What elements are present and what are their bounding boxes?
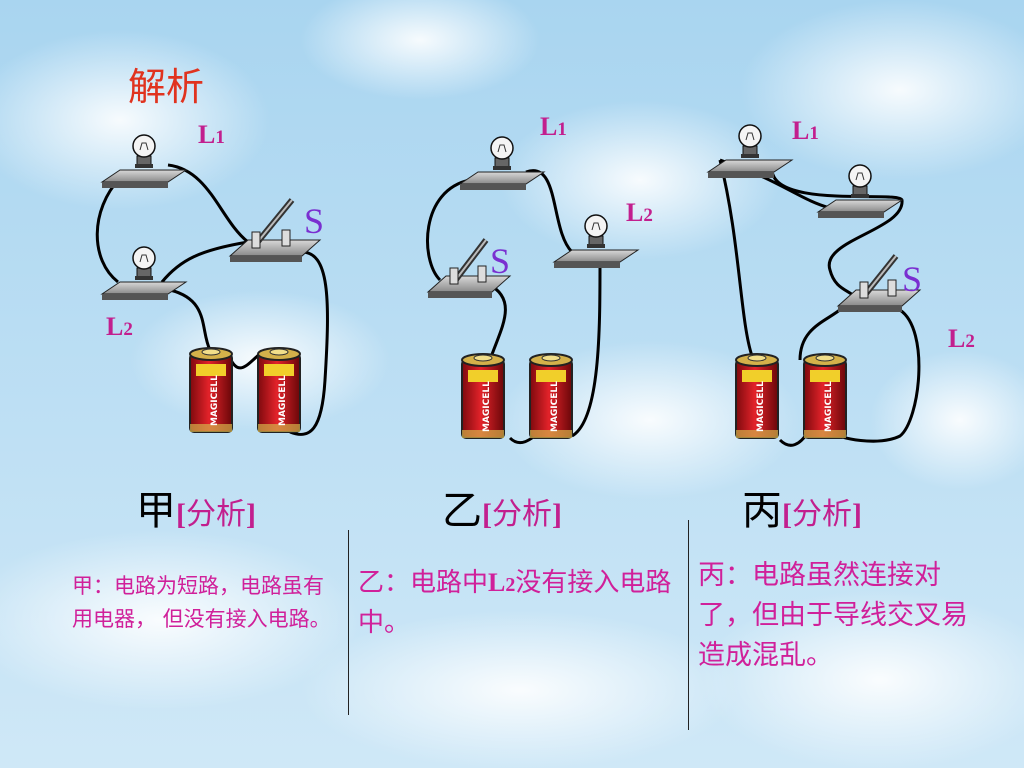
lamp-bing-1 [706,124,794,178]
battery-label: MAGICELL [278,375,288,426]
note-jia: 甲：电路为短路，电路虽有用电器， 但没有接入电路。 [72,574,331,631]
switch-jia [228,198,322,262]
battery-bing-1: MAGICELL [735,353,779,439]
note-bing: 丙：电路虽然连接对了，但由于导线交叉易造成混乱。 [698,560,968,671]
battery-label: MAGICELL [482,381,492,432]
heading-jia: 甲[分析] [136,488,256,534]
battery-label: MAGICELL [824,381,834,432]
lamp-yi-2 [552,214,640,268]
battery-jia-2: MAGICELL [257,347,301,433]
lamp-jia-2 [100,246,188,300]
note-yi: 乙：电路中L2没有接入电路中。 [358,568,672,638]
divider-2 [688,520,689,730]
label-jia-s: S [304,201,325,241]
battery-label: MAGICELL [550,381,560,432]
label-bing-s: S [902,259,923,299]
label-jia-l1: L1 [198,120,225,149]
switch-yi [426,238,512,298]
switch-bing [836,254,922,312]
battery-yi-1: MAGICELL [461,353,505,439]
battery-label: MAGICELL [210,375,220,426]
heading-bing: 丙[分析] [742,488,862,534]
label-yi-l2: L2 [626,198,653,227]
heading-yi: 乙[分析] [442,488,562,534]
divider-1 [348,530,349,715]
lamp-bing-2 [816,164,904,218]
lamp-jia-1 [100,134,188,188]
battery-bing-2: MAGICELL [803,353,847,439]
label-bing-l1: L1 [792,116,819,145]
page-title: 解析 [128,65,205,109]
battery-jia-1: MAGICELL [189,347,233,433]
label-yi-s: S [490,241,511,281]
label-yi-l1: L1 [540,112,567,141]
label-bing-l2: L2 [948,324,975,353]
lamp-yi-1 [458,136,546,190]
battery-label: MAGICELL [756,381,766,432]
label-jia-l2: L2 [106,312,133,341]
battery-yi-2: MAGICELL [529,353,573,439]
